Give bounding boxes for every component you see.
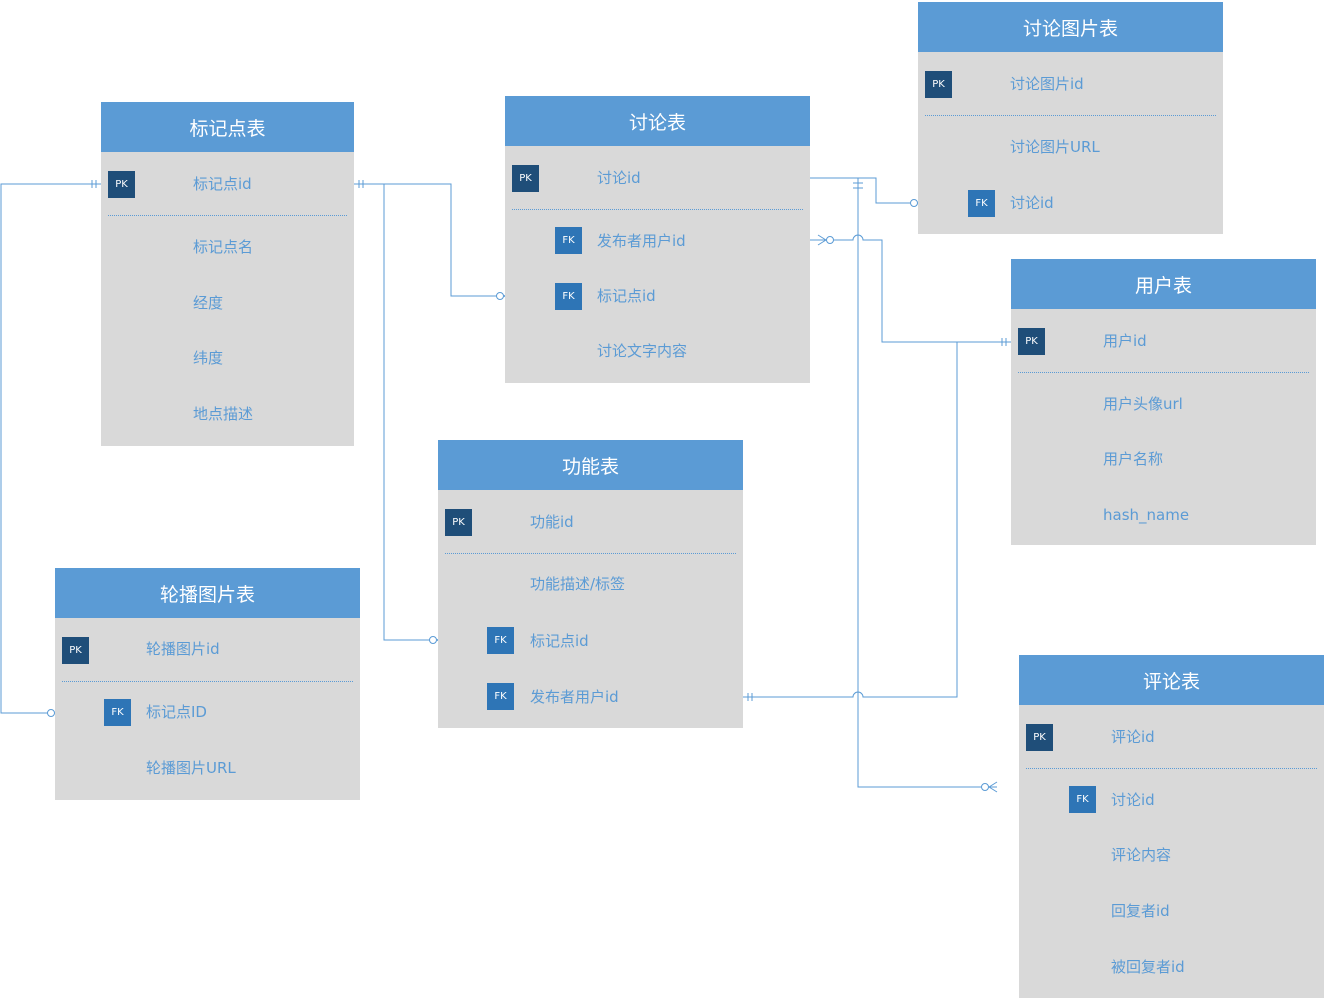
- field-name: 评论内容: [1111, 846, 1172, 864]
- key-separator: [62, 681, 353, 682]
- field-name: 标记点id: [530, 632, 589, 650]
- field-name: 功能id: [530, 513, 574, 531]
- table-user[interactable]: 用户表 PK 用户id 用户头像url 用户名称 hash_name: [1011, 259, 1316, 545]
- fk-icon: FK: [1069, 786, 1096, 813]
- field-name: 发布者用户id: [597, 232, 686, 250]
- pk-icon: PK: [1026, 724, 1053, 751]
- fk-icon: FK: [968, 190, 995, 217]
- table-carousel[interactable]: 轮播图片表 PK 轮播图片id FK 标记点ID 轮播图片URL: [55, 568, 360, 800]
- zero-circle: [910, 199, 918, 207]
- fk-icon: FK: [555, 227, 582, 254]
- field-name: 发布者用户id: [530, 688, 619, 706]
- field-name: 纬度: [193, 349, 224, 367]
- field-name: 评论id: [1111, 728, 1155, 746]
- field-name: 标记点id: [193, 175, 252, 193]
- field-name: 标记点id: [597, 287, 656, 305]
- field-name: 被回复者id: [1111, 958, 1185, 976]
- field-name: 地点描述: [193, 405, 254, 423]
- table-comment[interactable]: 评论表 PK 评论id FK 讨论id 评论内容 回复者id 被回复者id: [1019, 655, 1324, 998]
- one-marker: [1001, 338, 1007, 346]
- many-marker: [817, 234, 827, 246]
- field-name: hash_name: [1103, 506, 1190, 524]
- zero-circle: [826, 236, 834, 244]
- field-name: 标记点ID: [146, 703, 207, 721]
- zero-circle: [429, 636, 437, 644]
- many-marker: [988, 781, 998, 793]
- key-separator: [512, 209, 803, 210]
- pk-icon: PK: [108, 171, 135, 198]
- rel-user-feature: [743, 342, 958, 698]
- key-separator: [108, 215, 347, 216]
- table-title: 讨论表: [505, 96, 810, 146]
- field-name: 讨论图片URL: [1010, 138, 1100, 156]
- fk-icon: FK: [104, 699, 131, 726]
- field-name: 轮播图片id: [146, 640, 220, 658]
- field-name: 回复者id: [1111, 902, 1170, 920]
- table-discussion[interactable]: 讨论表 PK 讨论id FK 发布者用户id FK 标记点id 讨论文字内容: [505, 96, 810, 383]
- table-title: 功能表: [438, 440, 743, 490]
- field-name: 讨论图片id: [1010, 75, 1084, 93]
- table-title: 标记点表: [101, 102, 354, 152]
- one-marker: [91, 180, 97, 188]
- field-name: 讨论文字内容: [597, 342, 688, 360]
- one-marker: [853, 182, 863, 189]
- table-feature[interactable]: 功能表 PK 功能id 功能描述/标签 FK 标记点id FK 发布者用户id: [438, 440, 743, 728]
- field-name: 轮播图片URL: [146, 759, 236, 777]
- field-name: 功能描述/标签: [530, 575, 626, 593]
- key-separator: [1018, 372, 1309, 373]
- field-name: 讨论id: [597, 169, 641, 187]
- field-name: 用户id: [1103, 332, 1147, 350]
- field-name: 标记点名: [193, 238, 254, 256]
- fk-icon: FK: [487, 627, 514, 654]
- field-name: 用户头像url: [1103, 395, 1183, 413]
- field-name: 讨论id: [1010, 194, 1054, 212]
- key-separator: [925, 115, 1216, 116]
- table-marker[interactable]: 标记点表 PK 标记点id 标记点名 经度 纬度 地点描述: [101, 102, 354, 446]
- pk-icon: PK: [512, 165, 539, 192]
- table-title: 讨论图片表: [918, 2, 1223, 52]
- rel-discussion-comment: [857, 178, 997, 788]
- zero-circle: [496, 292, 504, 300]
- fk-icon: FK: [487, 683, 514, 710]
- field-name: 经度: [193, 294, 224, 312]
- rel-marker-feature: [383, 184, 438, 641]
- pk-icon: PK: [925, 71, 952, 98]
- zero-circle: [981, 783, 989, 791]
- key-separator: [445, 553, 736, 554]
- table-title: 用户表: [1011, 259, 1316, 309]
- key-separator: [1026, 768, 1317, 769]
- table-title: 轮播图片表: [55, 568, 360, 618]
- pk-icon: PK: [1018, 328, 1045, 355]
- zero-circle: [47, 709, 55, 717]
- table-discussion-image[interactable]: 讨论图片表 PK 讨论图片id 讨论图片URL FK 讨论id: [918, 2, 1223, 234]
- fk-icon: FK: [555, 283, 582, 310]
- one-marker: [358, 180, 364, 188]
- pk-icon: PK: [62, 637, 89, 664]
- pk-icon: PK: [445, 509, 472, 536]
- table-title: 评论表: [1019, 655, 1324, 705]
- field-name: 讨论id: [1111, 791, 1155, 809]
- one-marker: [747, 693, 753, 701]
- rel-marker-discussion: [354, 183, 505, 297]
- rel-user-discussion: [810, 234, 1011, 343]
- field-name: 用户名称: [1103, 450, 1164, 468]
- rel-discussion-image: [810, 177, 918, 204]
